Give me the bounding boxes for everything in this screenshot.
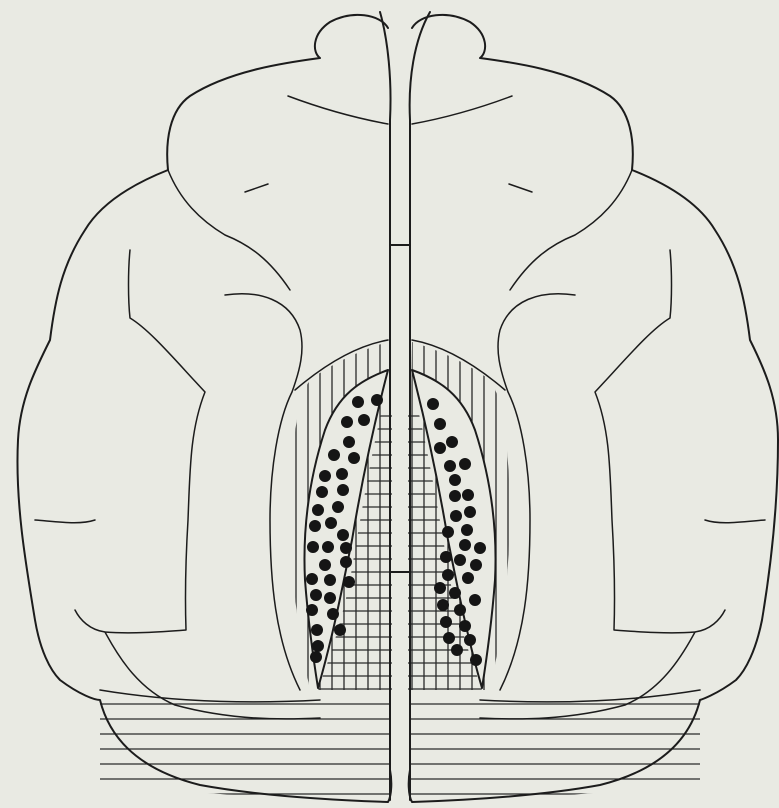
dot-marker — [310, 589, 322, 601]
dot-marker — [337, 484, 349, 496]
right-temporal-gyrus — [705, 520, 765, 523]
dot-marker — [449, 474, 461, 486]
dot-marker — [434, 418, 446, 430]
dot-marker — [470, 559, 482, 571]
dot-marker — [334, 624, 346, 636]
dot-marker — [459, 539, 471, 551]
dot-marker — [449, 490, 461, 502]
dot-marker — [451, 644, 463, 656]
dot-marker — [459, 458, 471, 470]
dot-marker — [434, 582, 446, 594]
dot-marker — [444, 460, 456, 472]
dot-marker — [434, 442, 446, 454]
left-lower-curve — [105, 632, 320, 719]
dot-marker — [352, 396, 364, 408]
dot-marker — [464, 506, 476, 518]
dot-marker — [348, 452, 360, 464]
right-frontal-sulcus — [412, 96, 512, 124]
left-temporal-gyrus — [35, 520, 95, 523]
left-frontal-sulcus — [288, 96, 388, 124]
dot-marker — [464, 634, 476, 646]
left-orbital-sulcus — [168, 170, 290, 290]
dot-marker — [324, 574, 336, 586]
dot-marker — [310, 651, 322, 663]
dot-marker — [461, 524, 473, 536]
dot-marker — [311, 624, 323, 636]
dot-marker — [443, 632, 455, 644]
dot-marker — [440, 551, 452, 563]
dot-marker — [446, 436, 458, 448]
dot-marker — [324, 592, 336, 604]
left-short-sulcus — [245, 184, 268, 192]
dot-marker — [340, 542, 352, 554]
right-lateral-gyrus — [595, 250, 725, 633]
dot-marker — [358, 414, 370, 426]
dot-marker — [427, 398, 439, 410]
dot-marker — [470, 654, 482, 666]
dot-marker — [337, 529, 349, 541]
dot-marker — [319, 559, 331, 571]
dot-marker — [474, 542, 486, 554]
right-short-sulcus — [509, 184, 532, 192]
dot-marker — [319, 470, 331, 482]
dot-marker — [336, 468, 348, 480]
dot-marker — [449, 587, 461, 599]
dot-marker — [454, 554, 466, 566]
dot-marker — [462, 572, 474, 584]
dot-marker — [440, 616, 452, 628]
dot-marker — [442, 569, 454, 581]
dot-marker — [325, 517, 337, 529]
dot-marker — [309, 520, 321, 532]
left-hatch-bottom-boundary — [100, 690, 320, 702]
right-orbital-sulcus — [510, 170, 632, 290]
dot-marker — [459, 620, 471, 632]
left-lateral-gyrus — [75, 250, 205, 633]
dot-marker — [340, 556, 352, 568]
dot-marker — [442, 526, 454, 538]
dot-marker — [437, 599, 449, 611]
right-lower-curve — [480, 632, 695, 719]
right-inner-lobe — [498, 294, 575, 690]
dot-marker — [306, 573, 318, 585]
dot-marker — [322, 541, 334, 553]
left-inner-lobe — [225, 294, 302, 690]
dot-marker — [316, 486, 328, 498]
dot-marker — [332, 501, 344, 513]
dot-marker — [450, 510, 462, 522]
dot-marker — [343, 576, 355, 588]
dot-marker — [327, 608, 339, 620]
dot-marker — [328, 449, 340, 461]
dot-marker — [307, 541, 319, 553]
dot-marker — [341, 416, 353, 428]
midline-left-wall — [380, 12, 391, 800]
dot-marker — [306, 604, 318, 616]
dot-marker — [371, 394, 383, 406]
right-hatch-bottom-boundary — [480, 690, 700, 702]
dot-marker — [343, 436, 355, 448]
dot-marker — [462, 489, 474, 501]
dot-marker — [454, 604, 466, 616]
dot-marker — [312, 640, 324, 652]
dot-marker — [469, 594, 481, 606]
dot-marker — [312, 504, 324, 516]
